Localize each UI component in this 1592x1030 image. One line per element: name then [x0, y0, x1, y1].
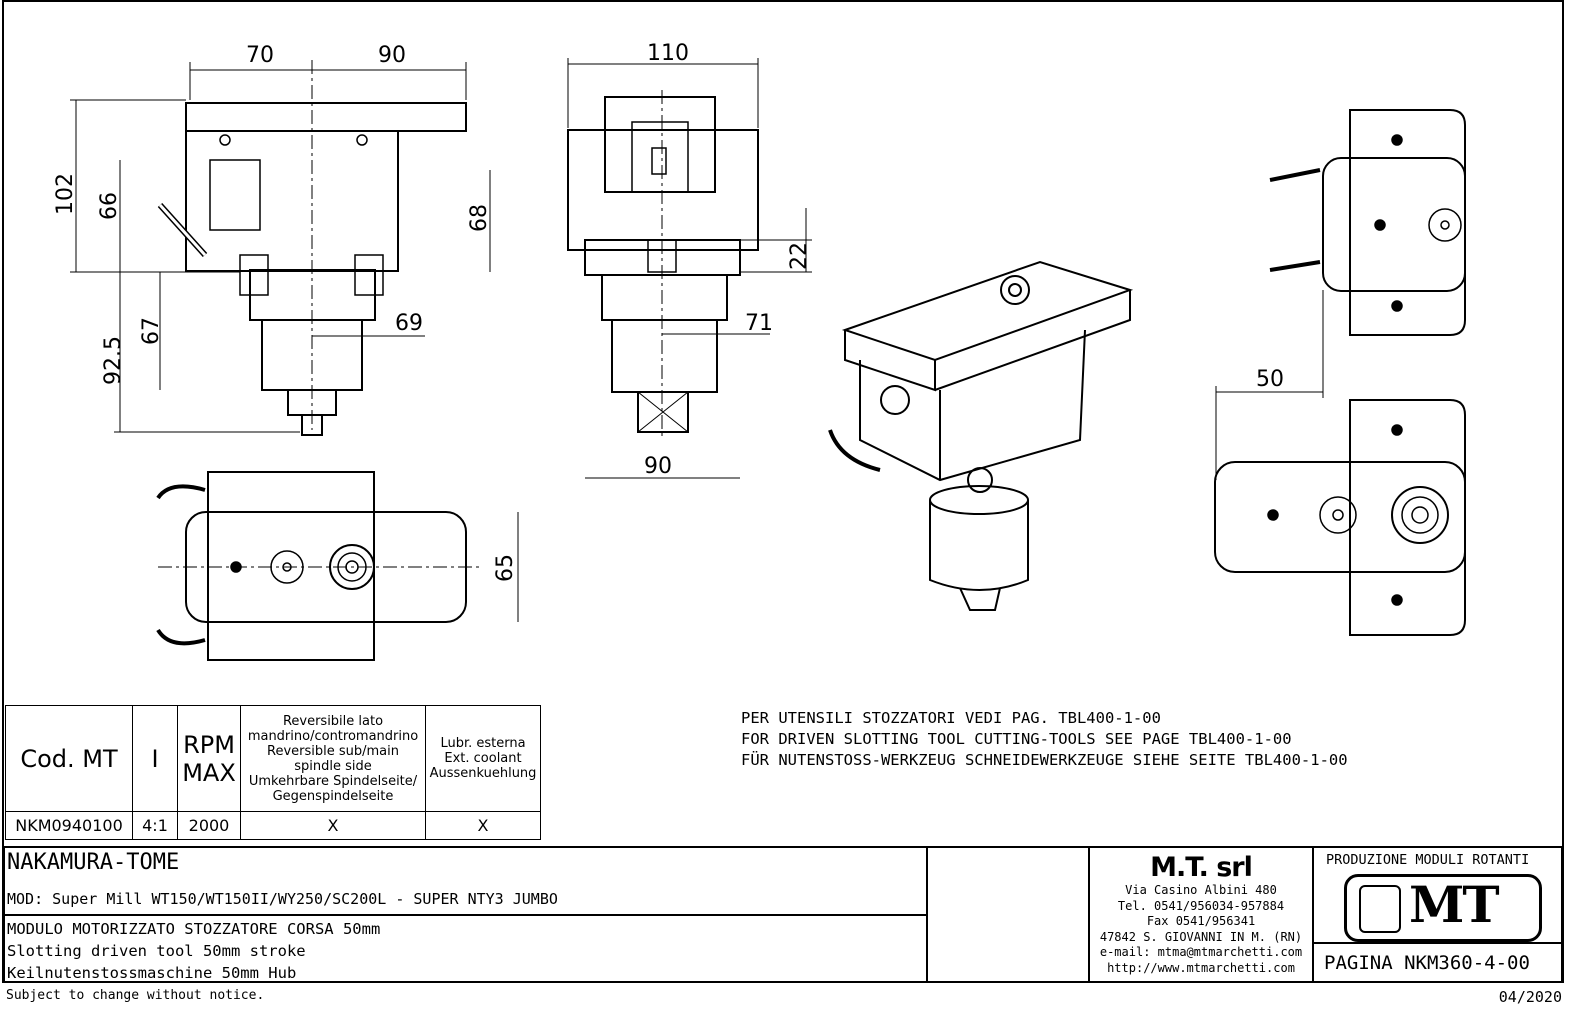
isometric-view — [828, 260, 1134, 611]
dim-67: 67 — [139, 317, 164, 345]
model: MOD: Super Mill WT150/WT150II/WY250/SC20… — [7, 890, 558, 908]
header-coolant-line: Ext. coolant — [444, 751, 522, 766]
description-it: MODULO MOTORIZZATO STOZZATORE CORSA 50mm — [7, 920, 381, 938]
dim-90: 90 — [378, 43, 406, 68]
description-en: Slotting driven tool 50mm stroke — [7, 942, 306, 960]
company-block: M.T. srl Via Casino Albini 480 Tel. 0541… — [1088, 846, 1314, 983]
header-coolant: Lubr. esterna Ext. coolant Aussenkuehlun… — [425, 705, 541, 812]
header-reversible: Reversibile lato mandrino/contromandrino… — [240, 705, 426, 812]
logo-text: MT — [1409, 875, 1500, 934]
cell-reversible: X — [240, 811, 426, 840]
address-line: Via Casino Albini 480 — [1125, 883, 1277, 897]
email: e-mail: mtma@mtmarchetti.com — [1099, 945, 1303, 959]
dim-102: 102 — [53, 173, 78, 215]
header-reversible-line: spindle side — [294, 758, 372, 774]
header-reversible-line: mandrino/contromandrino — [247, 728, 419, 744]
cell-code: NKM0940100 — [5, 811, 133, 840]
header-coolant-line: Aussenkuehlung — [429, 766, 537, 781]
dim-50: 50 — [1256, 367, 1284, 392]
logo-module-icon — [1359, 885, 1401, 933]
header-rpm-line1: RPM — [183, 730, 235, 759]
detail-view-lower — [1214, 399, 1466, 636]
cell-rpm: 2000 — [177, 811, 241, 840]
dim-68: 68 — [467, 204, 492, 232]
side-view — [567, 58, 812, 479]
dim-70: 70 — [246, 43, 274, 68]
header-reversible-line: Umkehrbare Spindelseite/ — [248, 773, 418, 789]
dim-66: 66 — [97, 192, 122, 220]
header-coolant-line: Lubr. esterna — [440, 736, 526, 751]
title-block-left: NAKAMURA-TOME MOD: Super Mill WT150/WT15… — [3, 846, 928, 983]
front-view — [70, 60, 491, 436]
header-reversible-line: Reversibile lato — [282, 713, 384, 729]
dim-110: 110 — [647, 41, 689, 66]
cell-coolant: X — [425, 811, 541, 840]
header-code: Cod. MT — [5, 705, 133, 812]
division-block: PRODUZIONE MODULI ROTANTI MT PAGINA NKM3… — [1312, 846, 1563, 983]
manufacturer: NAKAMURA-TOME — [7, 850, 180, 875]
dim-22: 22 — [787, 242, 812, 270]
notes: PER UTENSILI STOZZATORI VEDI PAG. TBL400… — [741, 708, 1348, 771]
note-en: FOR DRIVEN SLOTTING TOOL CUTTING-TOOLS S… — [741, 730, 1292, 748]
fax: Fax 0541/956341 — [1146, 914, 1256, 928]
revision-date: 04/2020 — [1498, 988, 1562, 1006]
phone: Tel. 0541/956034-957884 — [1117, 898, 1285, 913]
header-rpm-line2: MAX — [182, 758, 236, 787]
dim-90-base: 90 — [644, 454, 672, 479]
header-reversible-line: Gegenspindelseite — [272, 788, 394, 804]
page-number: PAGINA NKM360-4-00 — [1324, 952, 1530, 974]
division: PRODUZIONE MODULI ROTANTI — [1326, 852, 1530, 868]
city: 47842 S. GIOVANNI IN M. (RN) — [1099, 929, 1303, 944]
dim-69: 69 — [395, 311, 423, 336]
dim-65: 65 — [493, 554, 518, 582]
top-view — [156, 471, 519, 661]
dim-92-5: 92.5 — [101, 336, 126, 385]
company-name: M.T. srl — [1150, 852, 1253, 883]
disclaimer: Subject to change without notice. — [6, 988, 265, 1003]
note-de: FÜR NUTENSTOSS-WERKZEUG SCHNEIDEWERKZEUG… — [741, 751, 1348, 769]
company-logo: MT — [1344, 874, 1542, 942]
header-ratio: I — [132, 705, 178, 812]
cell-ratio: 4:1 — [132, 811, 178, 840]
note-it: PER UTENSILI STOZZATORI VEDI PAG. TBL400… — [741, 709, 1161, 727]
header-reversible-line: Reversible sub/main — [267, 743, 399, 759]
table-row: NKM0940100 4:1 2000 X X — [5, 811, 541, 840]
title-block-blank — [926, 846, 1090, 983]
website: http://www.mtmarchetti.com — [1107, 960, 1295, 975]
detail-view-upper — [1215, 109, 1466, 480]
dim-71: 71 — [745, 311, 773, 336]
description-de: Keilnutenstossmaschine 50mm Hub — [7, 964, 297, 982]
